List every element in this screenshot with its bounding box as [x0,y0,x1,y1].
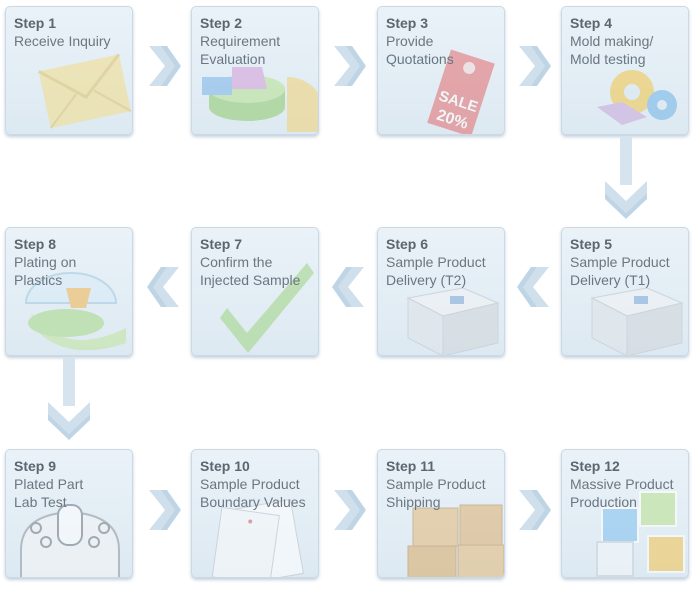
chevron-left-icon [517,267,549,307]
documents-icon [211,498,304,577]
step-label: Massive Product Production [570,476,674,510]
step-card-8: Step 8 Plating on Plastics [5,227,133,356]
step-label: Receive Inquiry [14,33,111,49]
pie-chart-icon [202,67,318,132]
step-number: Step 10 [200,458,250,474]
step-label: Requirement Evaluation [200,33,281,67]
step-card-11: Step 11 Sample Product Shipping [377,449,505,578]
step-label: Mold making/ Mold testing [570,33,654,67]
arrow-down-icon [605,137,647,219]
chevron-left-icon [147,267,179,307]
step-card-1: Step 1 Receive Inquiry [5,6,133,135]
step-card-7: Step 7 Confirm the Injected Sample [191,227,319,356]
cubes-icon [596,491,685,577]
step-number: Step 4 [570,15,613,31]
step-card-10: Step 10 Sample Product Boundary Values [191,449,319,578]
step-card-6: Step 6 Sample Product Delivery (T2) [377,227,505,356]
box-icon [590,287,684,355]
step-label: Confirm the Injected Sample [200,254,301,288]
step-label: Plated Part Lab Test [14,476,84,510]
checkmark-icon [220,263,314,353]
envelope-icon [37,53,132,129]
chevron-right-icon [519,490,551,530]
arrow-down-icon [48,358,90,440]
chevron-right-icon [334,46,366,86]
step-label: Sample Product Shipping [386,476,486,510]
step-number: Step 1 [14,15,57,31]
step-number: Step 2 [200,15,243,31]
step-number: Step 7 [200,236,243,252]
step-card-9: Step 9 Plated Part Lab Test [5,449,133,578]
step-label: Sample Product Boundary Values [200,476,306,510]
step-label: Plating on Plastics [14,254,77,288]
step-number: Step 9 [14,458,57,474]
box-icon [406,287,500,355]
price-tag-icon: SALE 20% [427,49,495,134]
chevron-right-icon [149,46,181,86]
step-card-12: Step 12 Massive Product Production [561,449,689,578]
plated-part-icon [24,272,126,351]
step-card-2: Step 2 Requirement Evaluation [191,6,319,135]
step-label: Sample Product Delivery (T2) [386,254,486,288]
step-card-5: Step 5 Sample Product Delivery (T1) [561,227,689,356]
step-number: Step 3 [386,15,429,31]
step-number: Step 5 [570,236,613,252]
step-number: Step 6 [386,236,429,252]
chevron-right-icon [149,490,181,530]
gears-icon [597,70,677,125]
chevron-left-icon [332,267,364,307]
step-card-3: SALE 20% Step 3 Provide Quotations [377,6,505,135]
step-label: Provide Quotations [386,33,454,67]
test-device-icon [20,504,120,577]
step-number: Step 12 [570,458,620,474]
chevron-right-icon [519,46,551,86]
crates-icon [407,504,504,577]
step-number: Step 8 [14,236,57,252]
step-number: Step 11 [386,458,436,474]
step-card-4: Step 4 Mold making/ Mold testing [561,6,689,135]
chevron-right-icon [334,490,366,530]
step-label: Sample Product Delivery (T1) [570,254,670,288]
